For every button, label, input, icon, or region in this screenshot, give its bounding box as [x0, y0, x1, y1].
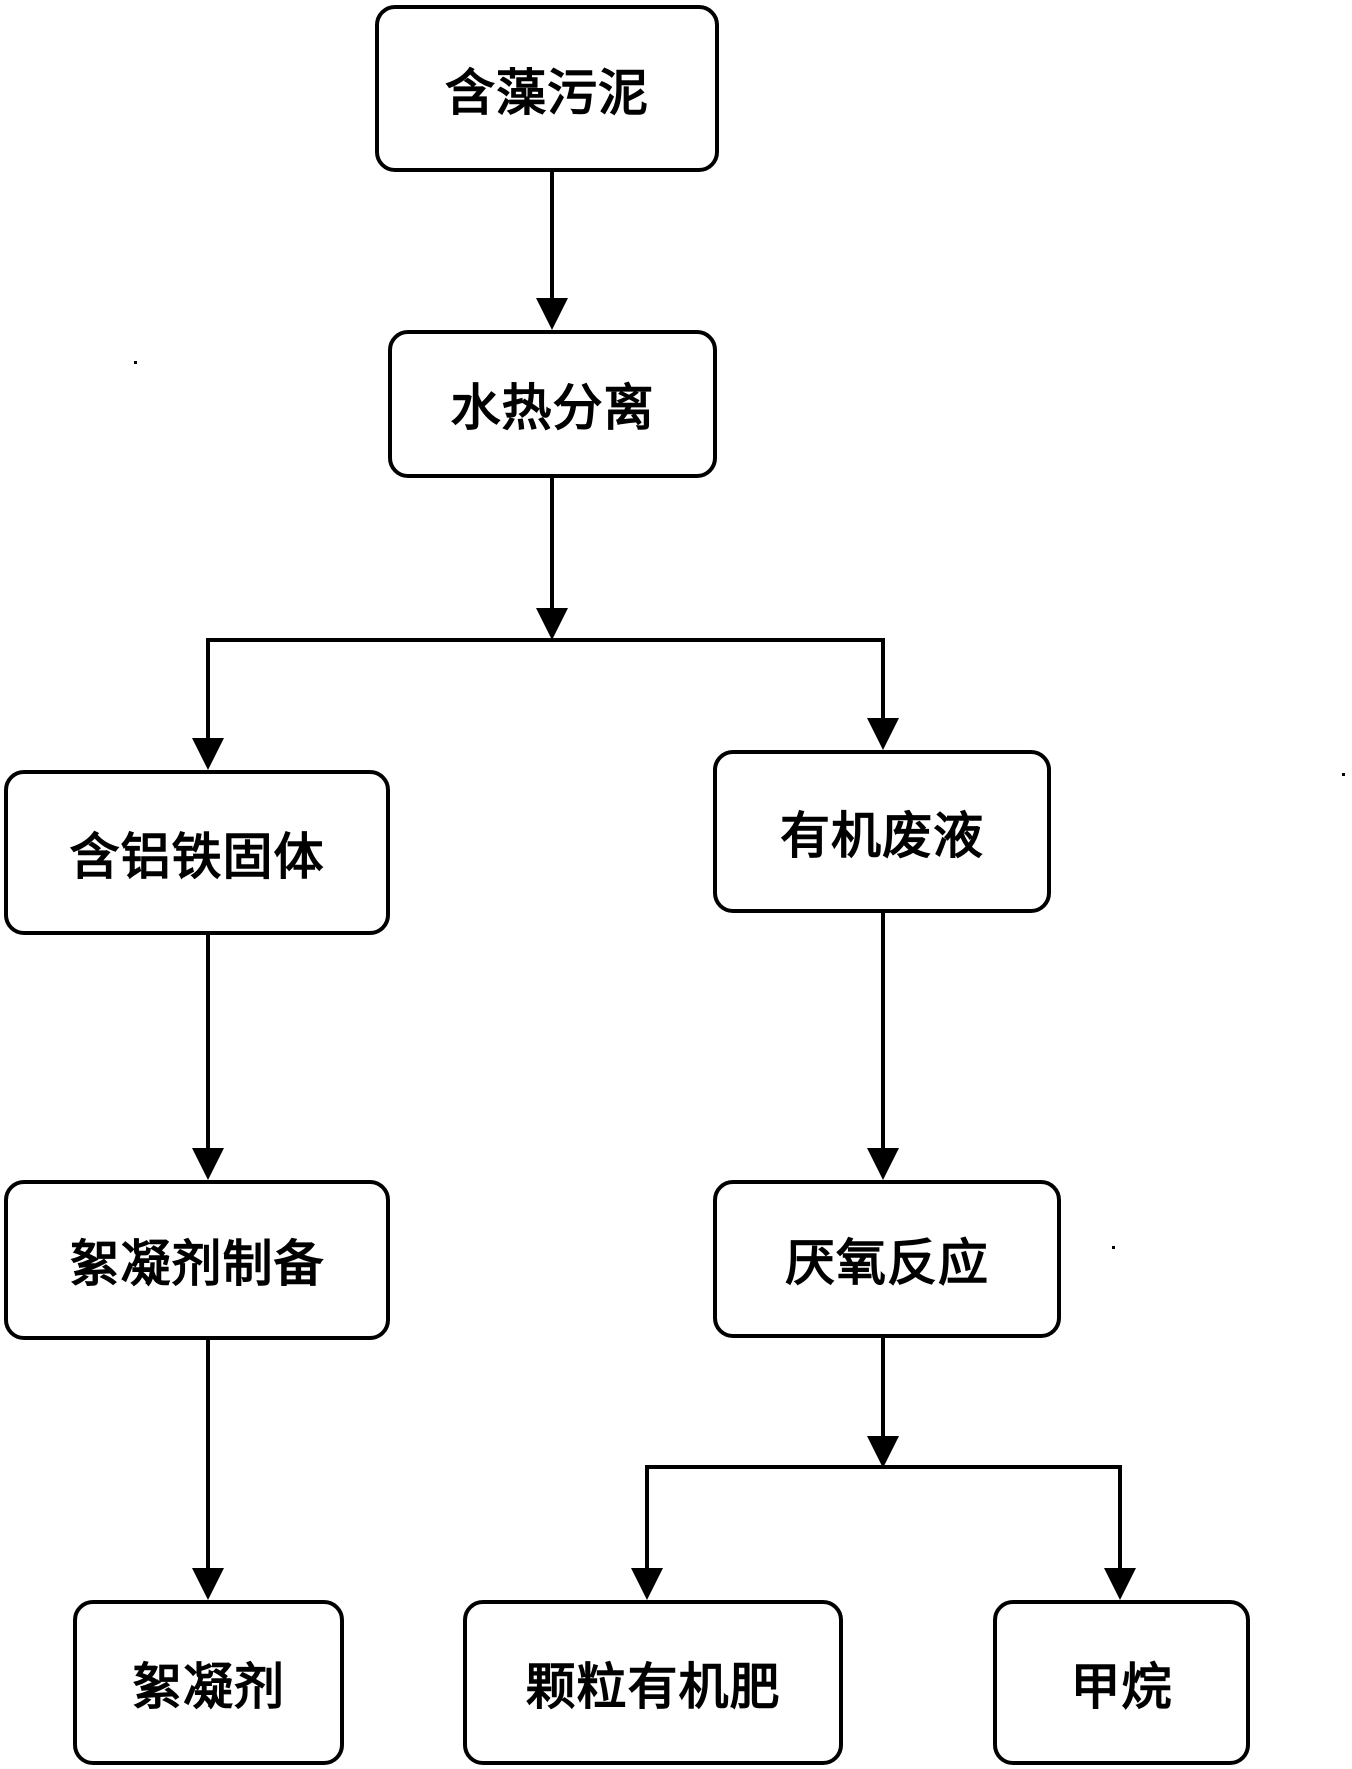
node-flocculant-preparation-label: 絮凝剂制备 [69, 1235, 325, 1293]
node-organic-waste-liquid-label: 有机废液 [780, 806, 984, 865]
node-hydrothermal-separation: 水热分离 [388, 330, 717, 478]
node-hydrothermal-separation-label: 水热分离 [450, 379, 655, 437]
node-al-fe-solid: 含铝铁固体 [4, 770, 390, 935]
node-algae-sludge: 含藻污泥 [375, 5, 719, 172]
arrowhead-to-fertilizer [631, 1568, 663, 1600]
node-methane-label: 甲烷 [1070, 1657, 1173, 1716]
scan-speck [134, 361, 137, 364]
arrowhead-to-prep [192, 1148, 224, 1180]
arrowhead-to-methane [1104, 1568, 1136, 1600]
arrowhead-to-liquid [867, 718, 899, 750]
scan-speck [1112, 1246, 1115, 1249]
node-anaerobic-reaction: 厌氧反应 [713, 1180, 1061, 1338]
arrowhead-to-split [536, 608, 568, 640]
node-granular-organic-fertilizer: 颗粒有机肥 [463, 1600, 843, 1765]
arrowhead-to-separation [536, 298, 568, 330]
node-granular-organic-fertilizer-label: 颗粒有机肥 [525, 1657, 781, 1716]
arrowhead-to-anaerobic [867, 1148, 899, 1180]
arrowhead-to-flocculant [192, 1568, 224, 1600]
arrowhead-to-split2 [867, 1436, 899, 1468]
node-organic-waste-liquid: 有机废液 [713, 750, 1051, 913]
node-al-fe-solid-label: 含铝铁固体 [69, 827, 325, 886]
scan-speck [1342, 773, 1345, 776]
node-flocculant: 絮凝剂 [73, 1600, 344, 1765]
node-flocculant-label: 絮凝剂 [132, 1657, 285, 1716]
node-flocculant-preparation: 絮凝剂制备 [4, 1180, 390, 1340]
node-algae-sludge-label: 含藻污泥 [445, 63, 649, 122]
node-methane: 甲烷 [993, 1600, 1250, 1765]
arrowhead-to-solid [192, 738, 224, 770]
node-anaerobic-reaction-label: 厌氧反应 [785, 1234, 989, 1292]
